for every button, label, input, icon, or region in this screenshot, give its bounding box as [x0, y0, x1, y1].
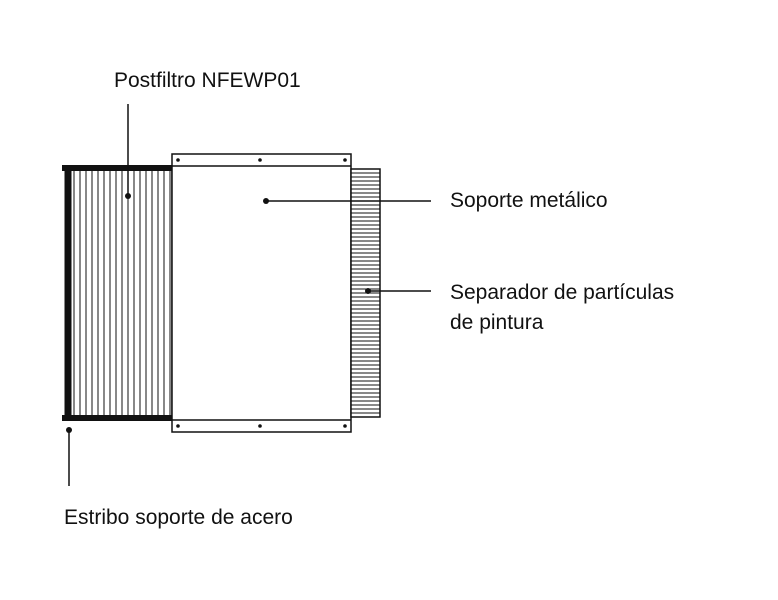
steel-bracket	[62, 165, 172, 421]
label-separador: Separador de partículas de pintura	[450, 278, 674, 338]
leader-separador	[365, 288, 431, 294]
leader-soporte-metalico	[263, 198, 431, 204]
paint-separator-lines	[351, 172, 380, 414]
postfilter-pleats	[73, 170, 171, 416]
label-soporte-metalico: Soporte metálico	[450, 189, 608, 212]
frame-rivets	[176, 158, 347, 428]
label-separador-line2: de pintura	[450, 311, 544, 334]
label-separador-line1: Separador de partículas	[450, 281, 675, 304]
metal-support-frame	[171, 153, 352, 433]
leader-postfiltro	[125, 104, 131, 199]
label-postfiltro: Postfiltro NFEWP01	[114, 69, 301, 92]
leader-estribo	[66, 427, 72, 486]
label-estribo: Estribo soporte de acero	[64, 506, 293, 529]
